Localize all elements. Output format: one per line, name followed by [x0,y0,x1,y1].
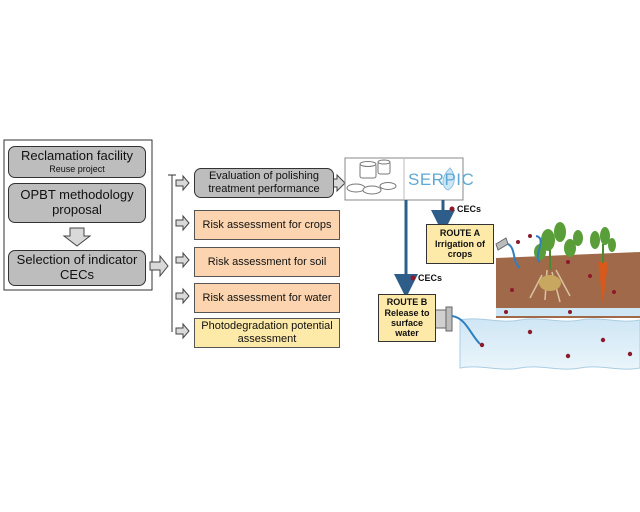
route-a-desc: Irrigation of crops [435,238,485,260]
branch-arrows [175,174,190,340]
branch-photodegradation-box: Photodegradation potential assessment [194,318,340,348]
route-b-desc: Release to surface water [384,307,430,339]
cecs-label-a: CECs [457,204,482,214]
route-a-title: ROUTE A [439,228,481,239]
down-arrow [62,227,92,247]
selection-cecs-box: Selection of indicator CECs [8,250,146,286]
opbt-methodology-box: OPBT methodology proposal [8,183,146,223]
branch-label: Evaluation of polishing treatment perfor… [208,170,320,195]
leaf-icon [442,167,455,191]
reactor-icon [346,159,397,195]
cecs-label-b: CECs [418,273,443,283]
route-a-box: ROUTE A Irrigation of crops [426,224,494,264]
surface-water-illustration [429,306,640,370]
reclamation-facility-box: Reclamation facility Reuse project [8,146,146,178]
branch-soil-box: Risk assessment for soil [194,247,340,277]
route-b-title: ROUTE B [386,297,428,308]
cec-dot-a [449,206,455,212]
serpic-logo: SERPIC [408,170,475,189]
branch-polishing-box: Evaluation of polishing treatment perfor… [194,168,334,198]
branch-water-box: Risk assessment for water [194,283,340,313]
branch-label: Risk assessment for water [202,291,332,304]
selection-to-branches-arrow [149,254,169,278]
branch-label: Risk assessment for soil [207,255,327,268]
reclamation-subtitle: Reuse project [49,164,105,175]
left-panel-frame [3,139,153,291]
branch-label: Risk assessment for crops [202,218,332,231]
crop-field-illustration [495,222,640,318]
branch-crops-box: Risk assessment for crops [194,210,340,240]
opbt-label: OPBT methodology proposal [20,187,134,217]
selection-label: Selection of indicator CECs [16,252,138,282]
cec-dot-b [410,275,416,281]
route-b-box: ROUTE B Release to surface water [378,294,436,342]
reclamation-title: Reclamation facility [21,148,133,164]
branch-label: Photodegradation potential assessment [201,320,333,345]
